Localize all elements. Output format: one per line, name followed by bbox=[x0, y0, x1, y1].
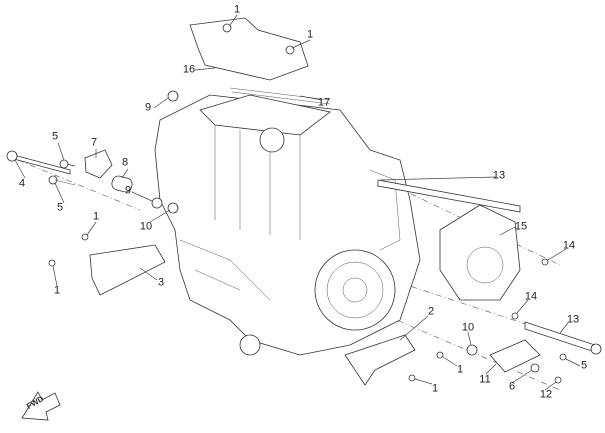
callout-2: 2 bbox=[427, 305, 435, 318]
callout-9: 9 bbox=[144, 101, 152, 114]
heat-shield-16 bbox=[189, 17, 309, 81]
callout-5: 5 bbox=[56, 201, 64, 214]
callout-3: 3 bbox=[157, 276, 165, 289]
callout-13: 13 bbox=[492, 169, 506, 182]
engine-block bbox=[154, 94, 421, 356]
callout-4: 4 bbox=[18, 177, 26, 190]
callout-8: 8 bbox=[121, 156, 129, 169]
callout-9: 9 bbox=[124, 184, 132, 197]
callout-1: 1 bbox=[456, 363, 464, 376]
callout-14: 14 bbox=[562, 239, 576, 252]
callout-12: 12 bbox=[539, 388, 553, 401]
callout-1: 1 bbox=[306, 28, 314, 41]
callout-1: 1 bbox=[92, 210, 100, 223]
bracket-2 bbox=[344, 334, 416, 386]
bracket-11 bbox=[489, 339, 541, 373]
callout-7: 7 bbox=[90, 136, 98, 149]
callout-11: 11 bbox=[479, 373, 491, 386]
callout-1: 1 bbox=[431, 382, 439, 395]
callout-6: 6 bbox=[508, 380, 516, 393]
callout-5: 5 bbox=[580, 359, 588, 372]
callout-16: 16 bbox=[182, 63, 196, 76]
cover-15 bbox=[439, 204, 521, 301]
callout-15: 15 bbox=[514, 220, 528, 233]
callout-14: 14 bbox=[524, 290, 538, 303]
callout-1: 1 bbox=[53, 284, 61, 297]
bracket-3 bbox=[89, 244, 166, 296]
callout-10: 10 bbox=[139, 220, 153, 233]
callout-5: 5 bbox=[51, 130, 59, 143]
callout-1: 1 bbox=[233, 3, 241, 16]
callout-13: 13 bbox=[566, 313, 580, 326]
callout-10: 10 bbox=[461, 321, 475, 334]
callout-17: 17 bbox=[317, 96, 331, 109]
